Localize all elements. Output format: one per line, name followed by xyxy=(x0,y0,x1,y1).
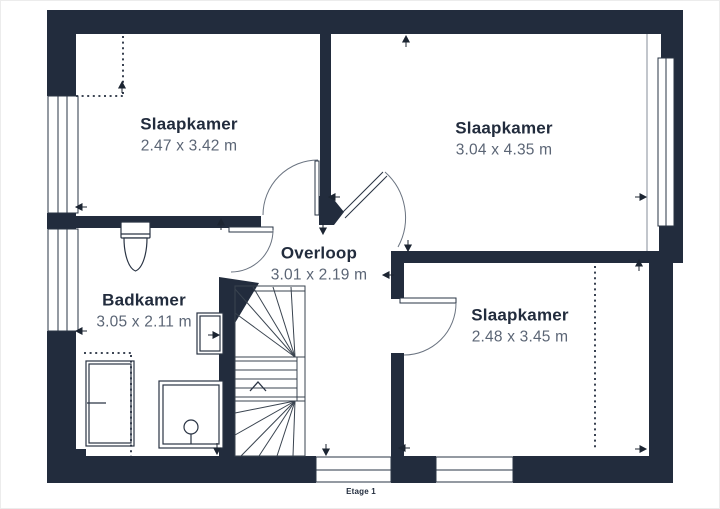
wall-bottom-left xyxy=(47,456,316,483)
sink-icon xyxy=(196,312,224,355)
wall-between-right-rooms xyxy=(391,251,683,263)
shower-icon xyxy=(158,380,224,449)
window-left-bedroom xyxy=(47,95,79,214)
door-topleft-bedroom xyxy=(262,159,320,216)
measure-arrow-icon xyxy=(321,448,331,457)
washbasin-icon xyxy=(85,360,135,447)
sloped-ceiling-lines xyxy=(76,36,596,457)
window-bottom-stairs xyxy=(315,456,392,483)
windows xyxy=(47,57,675,483)
fixtures xyxy=(85,221,224,449)
wall-top xyxy=(47,10,683,34)
wall-br-room-left-upper xyxy=(391,263,404,299)
window-bottom-bedroom xyxy=(435,456,514,483)
stairs-direction-arrow-icon xyxy=(249,381,267,392)
door-bottomright-bedroom xyxy=(399,297,457,356)
wall-topleft-room-bottom xyxy=(47,216,261,228)
wall-bottom-mid xyxy=(391,456,436,483)
wall-br-room-left-lower xyxy=(391,353,404,456)
stairs xyxy=(234,285,306,457)
measure-arrow-icon xyxy=(381,270,390,280)
doors xyxy=(228,159,457,356)
measure-arrow-icon xyxy=(318,227,328,236)
wall-right-top-corner xyxy=(661,10,683,58)
wall-central-wedge xyxy=(319,196,344,225)
wall-stairwell xyxy=(219,277,259,456)
toilet-icon xyxy=(120,221,151,272)
measure-arrow-icon xyxy=(639,192,648,202)
window-badkamer xyxy=(47,228,79,332)
wall-central-vertical xyxy=(320,34,331,197)
window-right-bedroom xyxy=(657,57,675,227)
wall-right-sliver xyxy=(674,58,683,226)
wall-right-lower xyxy=(649,263,673,483)
walls xyxy=(47,10,683,483)
door-badkamer xyxy=(228,226,274,273)
door-topright-bedroom xyxy=(340,171,407,248)
measure-arrow-icon xyxy=(401,34,411,43)
measure-arrow-icon xyxy=(639,444,648,454)
measurement-markers xyxy=(74,34,648,457)
wall-bottom-right xyxy=(513,456,673,483)
floor-caption: Etage 1 xyxy=(346,487,376,496)
wall-left-upper xyxy=(47,10,76,96)
measure-arrow-icon xyxy=(117,80,127,89)
measure-arrow-icon xyxy=(403,244,413,253)
